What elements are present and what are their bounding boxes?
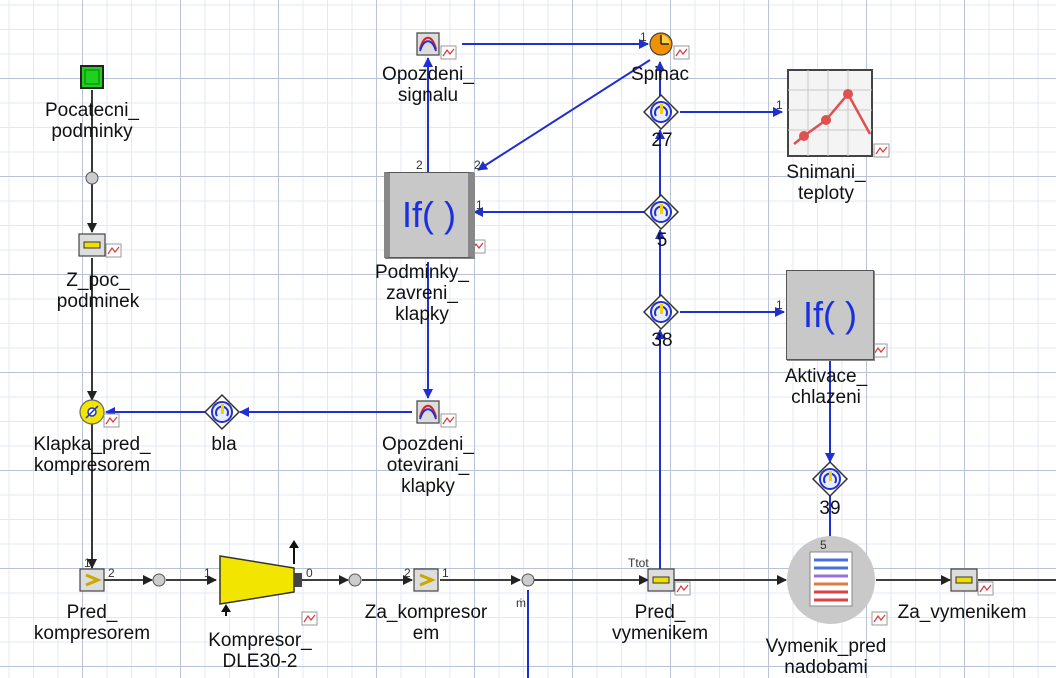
compressor-chart-icon bbox=[301, 611, 318, 626]
link-spinac-if bbox=[477, 59, 651, 171]
label-snimani: Snimani_ teploty bbox=[786, 162, 866, 204]
spinac-chart-icon bbox=[673, 45, 690, 60]
za-vymenikem-chart-icon bbox=[977, 581, 994, 596]
sensor-27-icon[interactable] bbox=[643, 94, 679, 130]
heat-exchanger-icon[interactable] bbox=[787, 536, 875, 624]
aktivace-chart-icon bbox=[871, 343, 888, 358]
port-ttot: Ttot bbox=[628, 556, 649, 570]
aktivace-if-text: If( ) bbox=[803, 294, 857, 335]
label-39: 39 bbox=[819, 498, 841, 519]
za-kompresorem-icon[interactable] bbox=[412, 567, 440, 593]
z-poc-block-icon[interactable] bbox=[78, 233, 106, 257]
z-poc-chart-icon bbox=[105, 243, 122, 258]
sensor-39-icon[interactable] bbox=[812, 461, 848, 497]
label-spinac: Spinac bbox=[630, 64, 690, 85]
spinac-switch-icon[interactable] bbox=[649, 32, 673, 56]
label-kompresor: Kompresor_ DLE30-2 bbox=[208, 630, 312, 672]
junction-nodes bbox=[85, 171, 535, 587]
label-klapka: Klapka_pred_ kompresorem bbox=[33, 434, 151, 476]
sensor-38-icon[interactable] bbox=[643, 294, 679, 330]
label-27: 27 bbox=[651, 130, 673, 151]
port-kom-1: 1 bbox=[204, 566, 211, 580]
za-vymenikem-icon[interactable] bbox=[950, 568, 978, 592]
port-vym-5: 5 bbox=[820, 538, 827, 552]
port-spinac-1: 1 bbox=[640, 30, 647, 44]
port-pk-1: 1 bbox=[84, 556, 91, 570]
label-podminky: Podminky_ zavreni_ klapky bbox=[375, 262, 469, 325]
port-snimani-1: 1 bbox=[776, 98, 783, 112]
signal-links bbox=[105, 39, 835, 678]
klapka-chart-icon bbox=[103, 413, 120, 428]
port-kom-0: 0 bbox=[306, 566, 313, 580]
flow-links bbox=[87, 90, 1056, 585]
label-38: 38 bbox=[651, 330, 673, 351]
opozdeni-signalu-chart-icon bbox=[440, 45, 457, 60]
port-aktivace-1: 1 bbox=[776, 298, 783, 312]
label-za-vymenikem: Za_vymenikem bbox=[897, 602, 1027, 623]
label-pred-kompresorem: Pred_ kompresorem bbox=[33, 602, 151, 644]
pred-kompresorem-icon[interactable] bbox=[78, 567, 106, 593]
port-if-2a: 2 bbox=[416, 158, 423, 172]
pred-vymenikem-chart-icon bbox=[674, 581, 691, 596]
port-if-1: 1 bbox=[476, 198, 483, 212]
port-zk-1: 1 bbox=[442, 566, 449, 580]
label-5: 5 bbox=[656, 230, 668, 251]
label-pred-vymenikem: Pred_ vymenikem bbox=[611, 602, 709, 644]
label-vymenik: Vymenik_pred nadobami bbox=[765, 636, 887, 678]
snimani-chart-icon bbox=[873, 143, 890, 158]
port-pk-2: 2 bbox=[108, 566, 115, 580]
bla-sensor-icon[interactable] bbox=[204, 394, 240, 430]
label-pocatecni: Pocatecni_ podminky bbox=[44, 100, 140, 142]
label-opozdeni-otevirani: Opozdeni_ otevirani_ klapky bbox=[382, 434, 474, 497]
label-za-kompresorem: Za_kompresor em bbox=[364, 602, 488, 644]
label-z-poc: Z_poc_ podminek bbox=[56, 270, 140, 312]
aktivace-if-block[interactable]: If( ) bbox=[786, 270, 874, 360]
opozdeni-otevirani-icon[interactable] bbox=[416, 400, 440, 424]
sensor-5-icon[interactable] bbox=[643, 194, 679, 230]
podminky-if-text: If( ) bbox=[402, 194, 456, 235]
snimani-plot-icon[interactable] bbox=[787, 69, 873, 157]
port-mdot: ṁ bbox=[516, 596, 526, 610]
compressor-icon[interactable] bbox=[219, 540, 302, 616]
label-aktivace: Aktivace_ chlazeni bbox=[784, 366, 868, 408]
pred-vymenikem-icon[interactable] bbox=[647, 568, 675, 592]
klapka-valve-icon[interactable] bbox=[79, 399, 105, 425]
heat-exchanger-chart-icon bbox=[871, 611, 888, 626]
port-zk-2: 2 bbox=[404, 566, 411, 580]
podminky-if-block[interactable]: If( ) bbox=[384, 172, 474, 258]
label-opozdeni-signalu: Opozdeni_ signalu bbox=[382, 64, 474, 106]
port-if-2b: 2 bbox=[474, 158, 481, 172]
start-block-icon[interactable] bbox=[80, 65, 104, 89]
opozdeni-otevirani-chart-icon bbox=[440, 413, 457, 428]
label-bla: bla bbox=[211, 434, 237, 455]
opozdeni-signalu-icon[interactable] bbox=[416, 32, 440, 56]
